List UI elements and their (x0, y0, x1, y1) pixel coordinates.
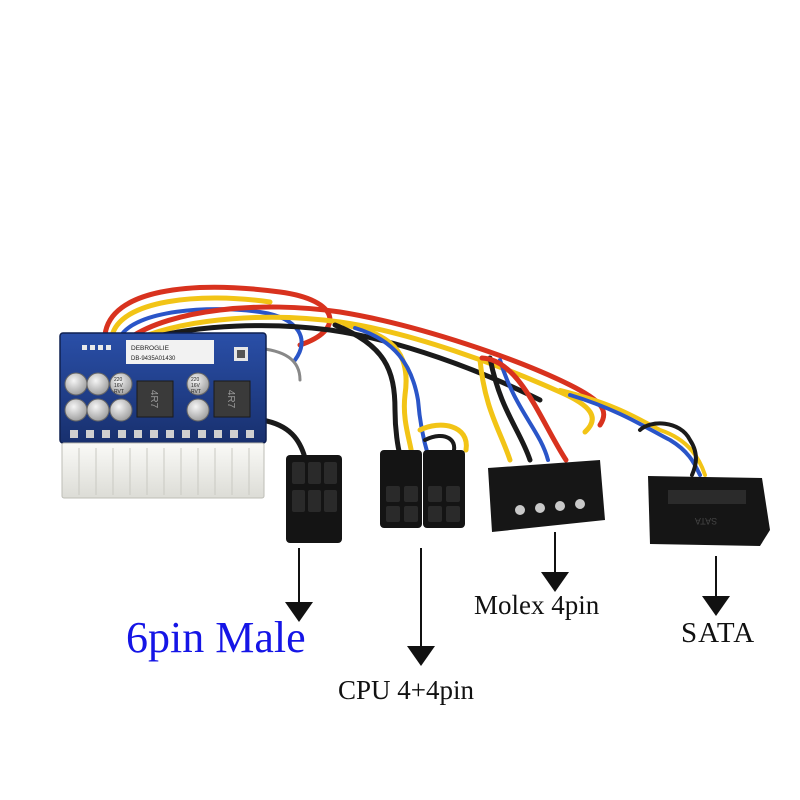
pcb-module: DEBROGLIE DB-9435A01430 220 16V RVT 220 (59, 332, 267, 499)
svg-text:4R7: 4R7 (148, 390, 159, 409)
wire-bundle (102, 284, 707, 477)
pcb-label-sticker (126, 340, 214, 364)
cap-marking: RVT (191, 389, 201, 395)
atx-24pin-connector (61, 442, 265, 499)
cap-marking: 220 (114, 377, 123, 383)
six-pin-connector (286, 455, 342, 543)
cap-marking: 16V (191, 383, 201, 389)
capacitor-group-left (64, 372, 110, 422)
inductor-left: 4R7 (136, 380, 174, 418)
board-brand-text: DEBROGLIE (131, 345, 170, 352)
cap-marking: 16V (114, 383, 124, 389)
molex-4pin-connector (488, 460, 605, 532)
solder-pads (70, 430, 254, 438)
sata-connector-label: SATA (681, 617, 756, 649)
cpu-connector-label: CPU 4+4pin (338, 675, 475, 705)
inductor-right: 4R7 (213, 380, 251, 418)
six-pin-male-label: 6pin Male (126, 613, 306, 662)
pin-header (82, 345, 111, 350)
molex-connector-label: Molex 4pin (474, 590, 600, 620)
cap-marking: RVT (114, 389, 124, 395)
capacitor-group-mid (109, 372, 210, 422)
board-serial-text: DB-9435A01430 (131, 356, 176, 362)
pointer-arrows (285, 532, 730, 666)
cap-marking: 220 (191, 377, 200, 383)
cpu-4plus4-connector (380, 450, 465, 528)
svg-text:4R7: 4R7 (225, 390, 236, 409)
sata-connector: SATA (648, 476, 770, 546)
sata-molded-text: SATA (695, 516, 717, 526)
